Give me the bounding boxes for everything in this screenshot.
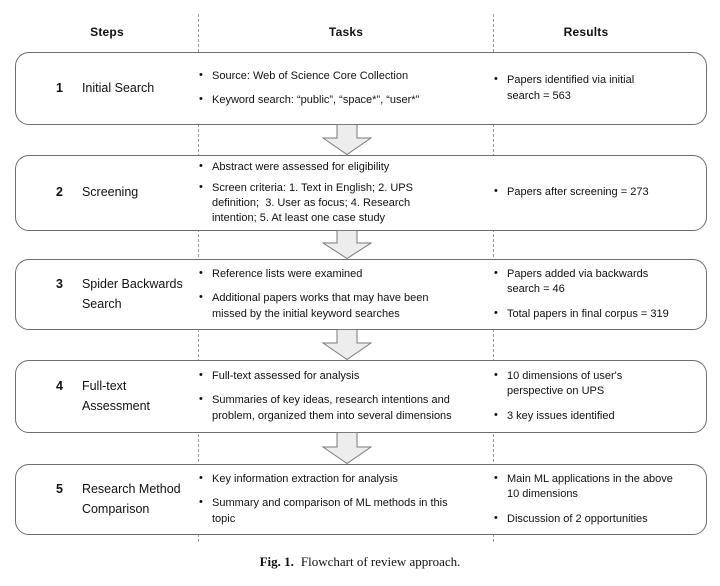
result-bullet: Papers added via backwards search = 46 xyxy=(494,266,706,297)
task-bullet: Summaries of key ideas, research intenti… xyxy=(199,392,494,423)
task-bullet: Screen criteria: 1. Text in English; 2. … xyxy=(199,180,494,227)
task-bullet: Key information extraction for analysis xyxy=(199,471,494,487)
step-label: Spider Backwards Search xyxy=(81,277,183,311)
results-cell: 10 dimensions of user's perspective on U… xyxy=(494,361,706,432)
tasks-cell: Key information extraction for analysis … xyxy=(199,465,494,534)
task-bullet: Keyword search: “public”, “space*”, “use… xyxy=(199,92,494,108)
task-bullet: Full-text assessed for analysis xyxy=(199,368,494,384)
step-label: Initial Search xyxy=(81,80,155,95)
step-number: 2 xyxy=(56,185,63,200)
step-cell: 5 Research Method Comparison xyxy=(16,465,199,534)
column-header-results: Results xyxy=(563,25,609,39)
step-cell: 4 Full-text Assessment xyxy=(16,361,199,432)
flow-step-box-5: 5 Research Method Comparison Key informa… xyxy=(15,464,707,535)
task-bullet: Summary and comparison of ML methods in … xyxy=(199,495,494,526)
results-cell: Papers added via backwards search = 46 T… xyxy=(494,260,706,329)
tasks-cell: Source: Web of Science Core Collection K… xyxy=(199,53,494,124)
down-arrow-icon xyxy=(322,230,372,260)
column-header-steps: Steps xyxy=(90,25,124,39)
down-arrow-icon xyxy=(322,124,372,156)
result-bullet: Papers identified via initial search = 5… xyxy=(494,72,706,103)
step-label: Full-text Assessment xyxy=(81,379,151,413)
tasks-cell: Reference lists were examined Additional… xyxy=(199,260,494,329)
step-cell: 2 Screening xyxy=(16,156,199,230)
tasks-cell: Abstract were assessed for eligibility S… xyxy=(199,156,494,230)
figure-caption-text: Flowchart of review approach. xyxy=(300,554,461,569)
results-cell: Papers identified via initial search = 5… xyxy=(494,53,706,124)
figure-caption-label: Fig. 1. xyxy=(259,554,294,569)
flow-step-box-1: 1 Initial Search Source: Web of Science … xyxy=(15,52,707,125)
figure-caption: Fig. 1. Flowchart of review approach. xyxy=(0,554,720,570)
step-cell: 3 Spider Backwards Search xyxy=(16,260,199,329)
step-number: 1 xyxy=(56,80,63,95)
result-bullet: Total papers in final corpus = 319 xyxy=(494,306,706,322)
result-bullet: Discussion of 2 opportunities xyxy=(494,511,706,527)
result-bullet: Main ML applications in the above 10 dim… xyxy=(494,471,706,502)
task-bullet: Abstract were assessed for eligibility xyxy=(199,159,494,175)
down-arrow-icon xyxy=(322,432,372,465)
task-bullet: Additional papers works that may have be… xyxy=(199,290,494,321)
column-header-tasks: Tasks xyxy=(328,25,364,39)
task-bullet: Reference lists were examined xyxy=(199,266,494,282)
step-label: Research Method Comparison xyxy=(81,482,181,516)
results-cell: Main ML applications in the above 10 dim… xyxy=(494,465,706,534)
task-bullet: Source: Web of Science Core Collection xyxy=(199,68,494,84)
step-label: Screening xyxy=(81,185,139,200)
result-bullet: 10 dimensions of user's perspective on U… xyxy=(494,368,706,399)
flow-step-box-2: 2 Screening Abstract were assessed for e… xyxy=(15,155,707,231)
result-bullet: Papers after screening = 273 xyxy=(494,184,706,200)
step-number: 4 xyxy=(56,379,63,394)
result-bullet: 3 key issues identified xyxy=(494,408,706,424)
down-arrow-icon xyxy=(322,329,372,361)
step-number: 5 xyxy=(56,482,63,497)
flow-step-box-4: 4 Full-text Assessment Full-text assesse… xyxy=(15,360,707,433)
results-cell: Papers after screening = 273 xyxy=(494,156,706,230)
tasks-cell: Full-text assessed for analysis Summarie… xyxy=(199,361,494,432)
step-number: 3 xyxy=(56,277,63,292)
flow-step-box-3: 3 Spider Backwards Search Reference list… xyxy=(15,259,707,330)
step-cell: 1 Initial Search xyxy=(16,53,199,124)
